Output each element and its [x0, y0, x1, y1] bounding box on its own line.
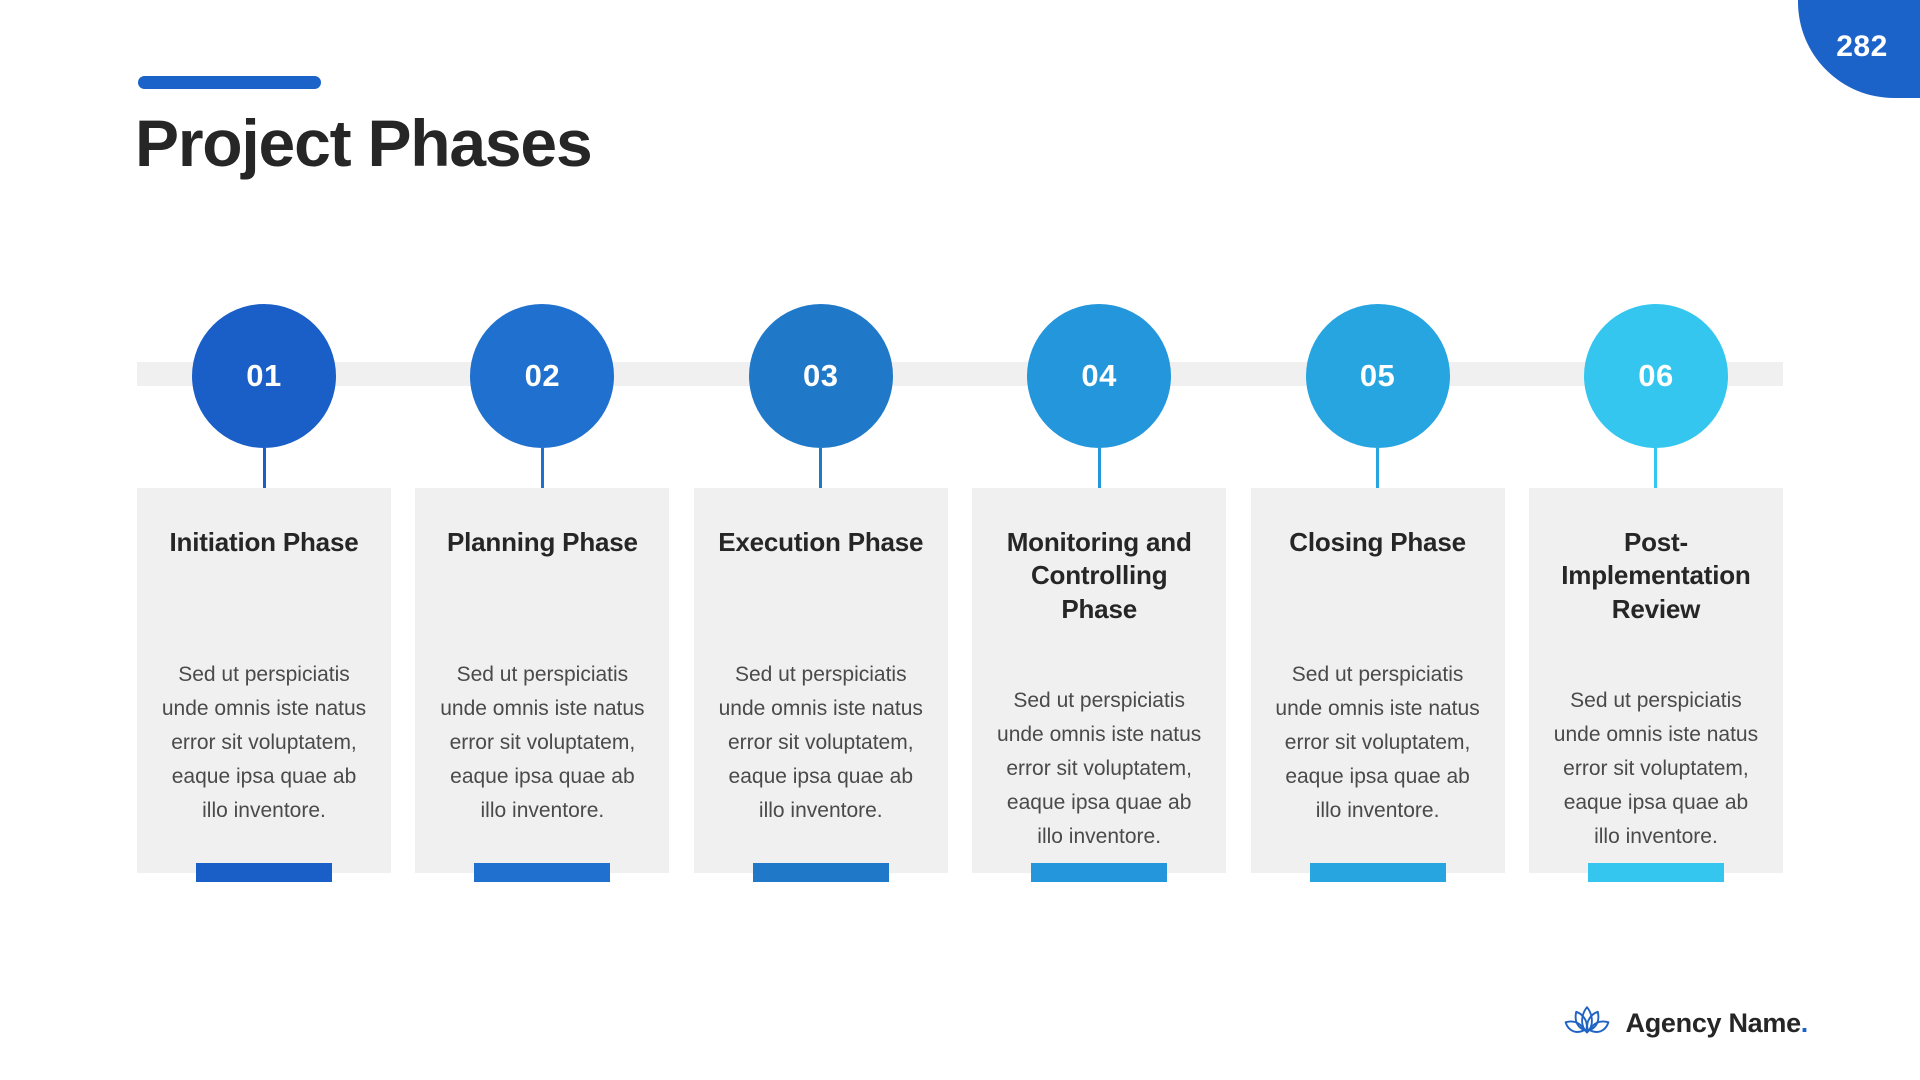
phase-connector-1 — [262, 448, 266, 488]
phase-card-1[interactable]: Initiation Phase Sed ut perspiciatis und… — [137, 488, 391, 882]
phase-accent-4 — [1031, 863, 1168, 882]
phase-card-5[interactable]: Closing Phase Sed ut perspiciatis unde o… — [1250, 488, 1505, 882]
phase-accent-6 — [1587, 863, 1724, 882]
phase-connector-2 — [540, 448, 544, 488]
phase-column-1[interactable]: 01 Initiation Phase Sed ut perspiciatis … — [137, 304, 391, 882]
phase-body-4: Sed ut perspiciatis unde omnis iste natu… — [997, 689, 1202, 849]
phase-accent-3 — [752, 863, 889, 882]
phase-connector-6 — [1654, 448, 1658, 488]
footer-agency-name: Agency Name. — [1625, 1008, 1809, 1039]
phase-circle-3[interactable]: 03 — [748, 304, 893, 448]
phase-number-6: 06 — [1638, 358, 1674, 393]
phase-title-4: Monitoring and Controlling Phase — [1006, 527, 1192, 624]
phase-body-6: Sed ut perspiciatis unde omnis iste natu… — [1553, 689, 1759, 849]
phase-number-2: 02 — [524, 358, 561, 393]
phase-number-1: 01 — [246, 358, 282, 393]
phase-card-2[interactable]: Planning Phase Sed ut perspiciatis unde … — [415, 488, 670, 882]
footer-brand: Agency Name. — [1562, 1003, 1808, 1044]
phase-card-4[interactable]: Monitoring and Controlling Phase Sed ut … — [972, 488, 1227, 882]
phase-accent-1 — [196, 863, 332, 882]
phase-column-3[interactable]: 03 Execution Phase Sed ut perspiciatis u… — [693, 304, 948, 882]
phase-accent-5 — [1309, 863, 1446, 882]
phase-column-6[interactable]: 06 Post-Implementation Review Sed ut per… — [1528, 304, 1783, 882]
phase-number-3: 03 — [803, 358, 839, 393]
phase-title-2: Planning Phase — [446, 527, 638, 557]
footer-name-dot: . — [1800, 1008, 1809, 1038]
phase-connector-3 — [819, 448, 823, 488]
phase-circle-2[interactable]: 02 — [470, 304, 615, 448]
slide-number-text: 282 — [1836, 30, 1888, 63]
lotus-icon — [1562, 1003, 1612, 1044]
phase-number-4: 04 — [1081, 358, 1117, 393]
phase-body-5: Sed ut perspiciatis unde omnis iste natu… — [1275, 663, 1480, 823]
phase-column-4[interactable]: 04 Monitoring and Controlling Phase Sed … — [972, 304, 1227, 882]
phase-title-6: Post-Implementation Review — [1561, 527, 1751, 624]
phase-number-5: 05 — [1359, 358, 1396, 393]
phase-column-5[interactable]: 05 Closing Phase Sed ut perspiciatis und… — [1250, 304, 1505, 882]
phase-body-3: Sed ut perspiciatis unde omnis iste natu… — [718, 663, 923, 823]
phase-connector-4 — [1097, 448, 1101, 488]
phase-title-5: Closing Phase — [1289, 527, 1466, 557]
phase-columns: 01 Initiation Phase Sed ut perspiciatis … — [137, 304, 1783, 882]
phase-body-2: Sed ut perspiciatis unde omnis iste natu… — [440, 663, 645, 823]
phase-circle-5[interactable]: 05 — [1305, 304, 1450, 448]
phase-connector-5 — [1376, 448, 1380, 488]
slide-number-badge: 282 — [1798, 0, 1920, 98]
phase-title-1: Initiation Phase — [169, 527, 359, 557]
phase-column-2[interactable]: 02 Planning Phase Sed ut perspiciatis un… — [415, 304, 670, 882]
page-title: Project Phases — [135, 106, 593, 180]
timeline-rail — [137, 362, 1783, 386]
phase-body-1: Sed ut perspiciatis unde omnis iste natu… — [161, 663, 367, 823]
phase-circle-4[interactable]: 04 — [1027, 304, 1172, 448]
phase-circle-1[interactable]: 01 — [192, 304, 336, 448]
footer-name-text: Agency Name — [1625, 1008, 1802, 1038]
phase-card-3[interactable]: Execution Phase Sed ut perspiciatis unde… — [693, 488, 948, 882]
phase-card-6[interactable]: Post-Implementation Review Sed ut perspi… — [1528, 488, 1783, 882]
phase-title-3: Execution Phase — [718, 527, 924, 557]
phase-circle-6[interactable]: 06 — [1583, 304, 1728, 448]
phase-accent-2 — [474, 863, 611, 882]
title-accent-bar — [138, 76, 321, 89]
